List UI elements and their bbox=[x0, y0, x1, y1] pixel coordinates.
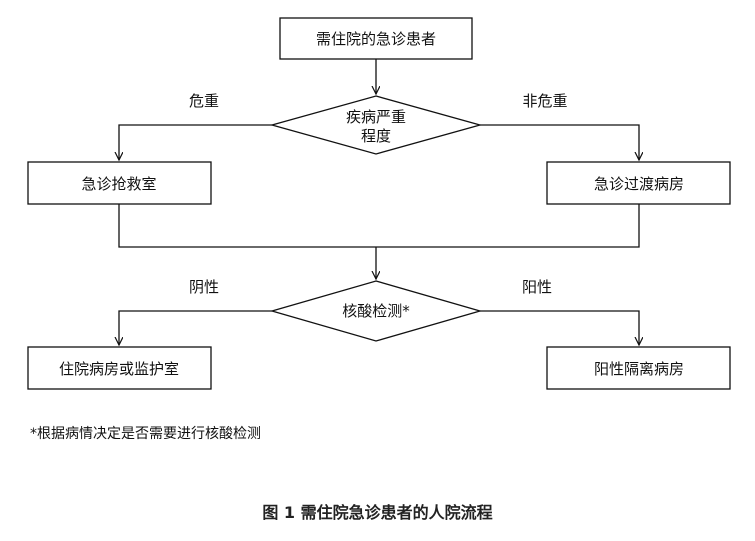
node-er-rescue-box bbox=[27, 161, 212, 205]
node-start-label: 需住院的急诊患者 bbox=[316, 30, 436, 48]
node-er-transition: 急诊过渡病房 bbox=[546, 161, 731, 205]
connectors bbox=[119, 59, 639, 345]
node-nucleic-test-diamond bbox=[269, 280, 483, 342]
figure-caption: 图 1 需住院急诊患者的人院流程 bbox=[262, 503, 493, 522]
arrow-test-to-isolation bbox=[480, 310, 639, 345]
arrow-severity-to-rescue bbox=[119, 124, 272, 160]
footnote: *根据病情决定是否需要进行核酸检测 bbox=[30, 426, 261, 442]
node-isolation-ward-box bbox=[546, 346, 731, 390]
node-isolation-ward: 阳性隔离病房 bbox=[546, 346, 731, 390]
merge-line bbox=[118, 204, 640, 248]
node-isolation-ward-label: 阳性隔离病房 bbox=[594, 360, 684, 378]
node-severity-label-line1: 疾病严重 bbox=[346, 108, 406, 126]
node-nucleic-test: 核酸检测* bbox=[269, 280, 483, 342]
node-ward-icu-box bbox=[27, 346, 212, 390]
node-er-rescue: 急诊抢救室 bbox=[27, 161, 212, 205]
arrow-severity-to-transition bbox=[480, 124, 639, 160]
node-ward-icu: 住院病房或监护室 bbox=[27, 346, 212, 390]
node-severity: 疾病严重 程度 bbox=[269, 95, 483, 155]
node-er-transition-box bbox=[546, 161, 731, 205]
node-severity-label-line2: 程度 bbox=[361, 127, 391, 145]
node-start-box bbox=[279, 17, 473, 60]
node-severity-diamond bbox=[269, 95, 483, 155]
arrow-test-to-ward bbox=[119, 310, 272, 345]
node-ward-icu-label: 住院病房或监护室 bbox=[59, 360, 179, 378]
branch-label-negative: 阴性 bbox=[189, 278, 219, 296]
branch-label-non-critical: 非危重 bbox=[522, 92, 567, 110]
flowchart: 需住院的急诊患者 疾病严重 程度 急诊抢救室 急诊过渡病房 核酸检测* 住院病房… bbox=[27, 17, 731, 390]
branch-label-critical: 危重 bbox=[189, 92, 219, 110]
node-er-transition-label: 急诊过渡病房 bbox=[594, 175, 684, 193]
node-start: 需住院的急诊患者 bbox=[279, 17, 473, 60]
branch-label-positive: 阳性 bbox=[522, 278, 552, 296]
node-nucleic-test-label: 核酸检测* bbox=[342, 302, 410, 320]
node-er-rescue-label: 急诊抢救室 bbox=[81, 175, 156, 193]
